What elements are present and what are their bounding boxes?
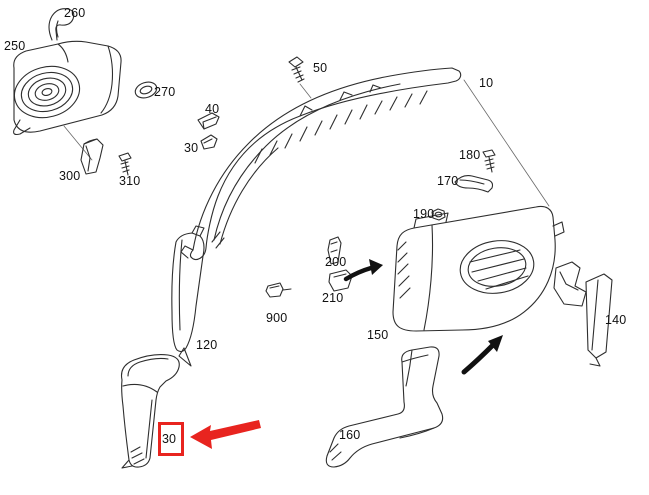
part-30-boot-trim xyxy=(120,354,180,469)
part-label-310: 310 xyxy=(119,174,141,188)
part-30-clip xyxy=(200,134,218,150)
part-310-screw xyxy=(118,152,132,176)
part-label-10: 10 xyxy=(479,76,494,90)
part-label-140: 140 xyxy=(605,313,627,327)
part-label-170: 170 xyxy=(437,174,459,188)
part-label-190: 190 xyxy=(413,207,435,221)
part-150-panel xyxy=(392,205,565,332)
part-40-clip xyxy=(197,112,220,130)
part-270-seal-ring xyxy=(134,81,158,99)
part-10-cowl-panel xyxy=(180,67,462,261)
part-210-bracket xyxy=(328,269,353,292)
highlight-arrow xyxy=(190,420,261,449)
part-900-clip xyxy=(265,282,292,298)
part-label-180: 180 xyxy=(459,148,481,162)
part-label-120: 120 xyxy=(196,338,218,352)
part-200-strip xyxy=(327,236,342,265)
part-170-bracket xyxy=(454,175,494,193)
part-label-300: 300 xyxy=(59,169,81,183)
part-120-pillar-trim xyxy=(171,225,205,367)
part-label-270: 270 xyxy=(154,85,176,99)
part-label-260: 260 xyxy=(64,6,86,20)
part-160-duct xyxy=(325,346,444,468)
part-label-250: 250 xyxy=(4,39,26,53)
part-label-150: 150 xyxy=(367,328,389,342)
part-label-210: 210 xyxy=(322,291,344,305)
part-250-air-duct xyxy=(13,40,122,136)
part-180-screw xyxy=(482,149,496,173)
direction-arrows xyxy=(343,259,503,375)
part-50-screw xyxy=(288,56,305,83)
part-300-grommet xyxy=(80,138,104,175)
part-label-200: 200 xyxy=(325,255,347,269)
part-140-strip xyxy=(585,273,613,367)
part-corner-bracket xyxy=(553,261,587,307)
part-label-30-highlighted: 30 xyxy=(162,432,176,446)
part-label-160: 160 xyxy=(339,428,361,442)
part-label-900: 900 xyxy=(266,311,288,325)
alignment-lines xyxy=(63,79,550,207)
part-label-50: 50 xyxy=(313,61,328,75)
part-label-40: 40 xyxy=(205,102,220,116)
highlight-box: 30 xyxy=(158,422,184,456)
part-label-30: 30 xyxy=(184,141,199,155)
part-260-hook xyxy=(48,8,75,41)
